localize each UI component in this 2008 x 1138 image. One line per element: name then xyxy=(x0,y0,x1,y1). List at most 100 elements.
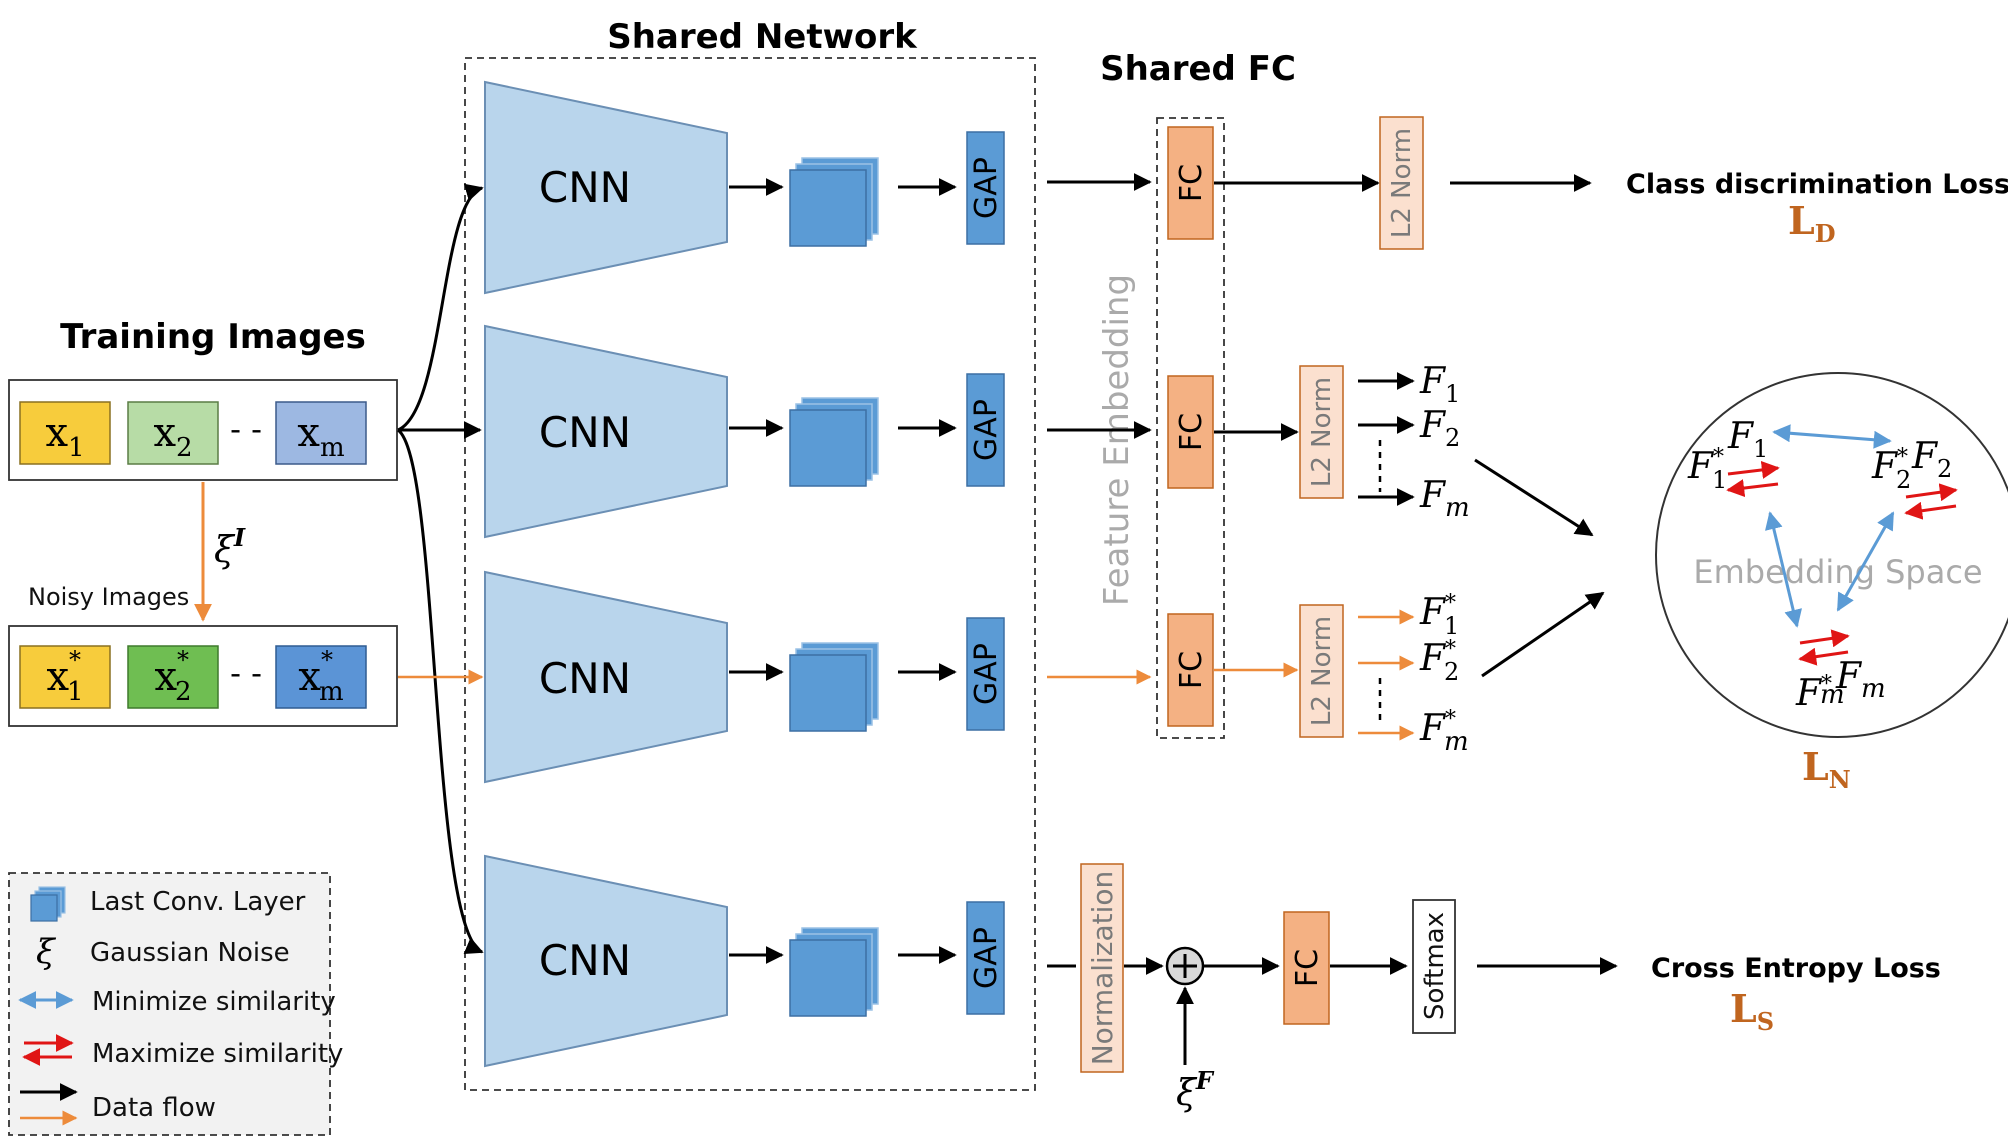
feature-fm-star: F*m xyxy=(1419,707,1469,757)
cnn-label: CNN xyxy=(539,654,631,703)
shared-network-title: Shared Network xyxy=(607,17,918,57)
minimize-arrow-f1-f2 xyxy=(1772,424,1892,449)
noisy-input-x2: x*2 xyxy=(127,645,219,709)
fc-label: FC xyxy=(1174,651,1209,689)
gap-label: GAP xyxy=(969,399,1004,461)
noisy-features-to-embedding-arrow xyxy=(1481,591,1605,678)
feature-f1-star: F*1 xyxy=(1419,591,1459,640)
embedding-point-fm: Fm xyxy=(1835,656,1886,704)
maximize-arrow-f1-right xyxy=(1727,460,1780,479)
cnn-trapezoid xyxy=(484,80,728,295)
loss-n-symbol: LN xyxy=(1802,744,1851,794)
l2-norm-box xyxy=(1299,604,1344,738)
last-conv-layer-blocks xyxy=(789,927,879,1017)
cnn-trapezoid xyxy=(484,570,728,784)
maximize-arrow-fm-right xyxy=(1799,629,1850,648)
gap-box xyxy=(966,901,1005,1015)
fc-box xyxy=(1167,126,1214,240)
input-ellipsis: - - xyxy=(230,410,262,448)
embedding-point-f1-star: F*1 xyxy=(1687,445,1727,494)
loss-d-symbol: LD xyxy=(1788,198,1836,248)
legend-label-data-flow: Data flow xyxy=(92,1093,216,1123)
add-noise-operator xyxy=(1165,946,1205,986)
noisy-input-ellipsis: - - xyxy=(230,654,262,692)
features-to-embedding-arrow xyxy=(1474,458,1594,537)
l2-norm-box xyxy=(1299,365,1344,499)
svg-text:x2: x2 xyxy=(153,410,192,463)
last-conv-layer-blocks xyxy=(789,642,879,732)
embedding-point-f1: F1 xyxy=(1727,416,1768,463)
noisy-input-x1: x*1 xyxy=(19,645,111,709)
embedding-point-f2: F2 xyxy=(1911,436,1952,483)
cnn-label: CNN xyxy=(539,163,631,212)
svg-text:x*1: x*1 xyxy=(46,646,83,707)
branch-4: CNN GAP Normalization ξF FC Softmax Cros… xyxy=(484,854,1941,1114)
svg-text:xm: xm xyxy=(297,410,344,463)
flow-arrows-icon xyxy=(20,1083,78,1126)
minimize-arrow-f2-fm xyxy=(1836,511,1895,612)
last-conv-layer-blocks xyxy=(789,397,879,487)
input-to-cnn4-arrow xyxy=(396,428,484,954)
cnn-trapezoid xyxy=(484,324,728,539)
fc-box xyxy=(1283,911,1330,1025)
legend-label-last-conv: Last Conv. Layer xyxy=(90,887,306,917)
maximize-arrow-f1-left xyxy=(1726,479,1779,498)
feature-f2: F2 xyxy=(1419,405,1460,452)
softmax-box xyxy=(1412,899,1456,1034)
svg-text:x*m: x*m xyxy=(298,646,343,707)
fc-box xyxy=(1167,375,1214,489)
l2-norm-label: L2 Norm xyxy=(1307,616,1337,726)
training-images-title: Training Images xyxy=(60,317,366,357)
cnn-label: CNN xyxy=(539,936,631,985)
input-x2: x2 xyxy=(127,401,219,465)
shared-fc-box xyxy=(1156,117,1225,739)
shared-network-box xyxy=(464,57,1036,1091)
legend-label-minimize: Minimize similarity xyxy=(92,987,336,1017)
gap-label: GAP xyxy=(969,927,1004,989)
gap-box xyxy=(966,131,1005,245)
maximize-arrow-f2-left xyxy=(1904,501,1957,520)
xi-symbol-icon: ξ xyxy=(36,932,57,972)
last-conv-layer-blocks xyxy=(789,157,879,247)
embedding-space: Embedding Space F1 F*1 F*2 F2 F*m Fm xyxy=(1655,372,2008,738)
l2-norm-label: L2 Norm xyxy=(1307,377,1337,487)
branch-3: CNN GAP FC L2 Norm F*1 F*2 F*m xyxy=(484,570,1469,784)
feature-f2-star: F*2 xyxy=(1419,637,1459,686)
cross-entropy-loss-label: Cross Entropy Loss xyxy=(1651,953,1941,984)
image-noise-label: ξI xyxy=(214,523,246,571)
l2-norm-label: L2 Norm xyxy=(1387,128,1417,238)
softmax-label: Softmax xyxy=(1420,912,1450,1020)
fc-box xyxy=(1167,613,1214,727)
gap-label: GAP xyxy=(969,157,1004,219)
svg-text:x*2: x*2 xyxy=(154,646,191,707)
embedding-point-fm-star: F*m xyxy=(1795,672,1845,714)
legend-label-maximize: Maximize similarity xyxy=(92,1039,343,1069)
fc-label: FC xyxy=(1290,949,1325,987)
normalization-box xyxy=(1080,863,1124,1073)
loss-s-symbol: LS xyxy=(1730,986,1774,1036)
feature-embedding-label: Feature Embedding xyxy=(1097,274,1137,606)
branch-1: CNN GAP FC L2 Norm Class discrimination … xyxy=(484,80,2008,295)
input-x1: x1 xyxy=(19,401,111,465)
gap-label: GAP xyxy=(969,643,1004,705)
l2-norm-box xyxy=(1379,116,1424,250)
class-discrimination-loss-label: Class discrimination Loss xyxy=(1626,169,2008,200)
maximize-arrow-f2-right xyxy=(1905,483,1958,502)
branch-2: CNN GAP FC L2 Norm F1 F2 Fm xyxy=(484,324,1470,539)
embedding-point-f2-star: F*2 xyxy=(1871,445,1911,494)
feature-noise-label: ξF xyxy=(1176,1066,1215,1114)
noisy-images-label: Noisy Images xyxy=(28,583,189,611)
shared-fc-title: Shared FC xyxy=(1100,49,1296,89)
legend: Last Conv. Layer ξ Gaussian Noise Minimi… xyxy=(8,872,343,1136)
feature-f1: F1 xyxy=(1419,361,1460,408)
maximize-arrow-fm-left xyxy=(1798,647,1849,666)
stacked-squares-icon xyxy=(30,886,66,922)
embedding-space-circle xyxy=(1655,372,2008,738)
normalization-label: Normalization xyxy=(1086,871,1119,1066)
minimize-arrow-f1-fm xyxy=(1765,511,1802,628)
gap-box xyxy=(966,617,1005,731)
embedding-space-label: Embedding Space xyxy=(1693,553,1982,591)
cnn-label: CNN xyxy=(539,408,631,457)
gap-box xyxy=(966,373,1005,487)
